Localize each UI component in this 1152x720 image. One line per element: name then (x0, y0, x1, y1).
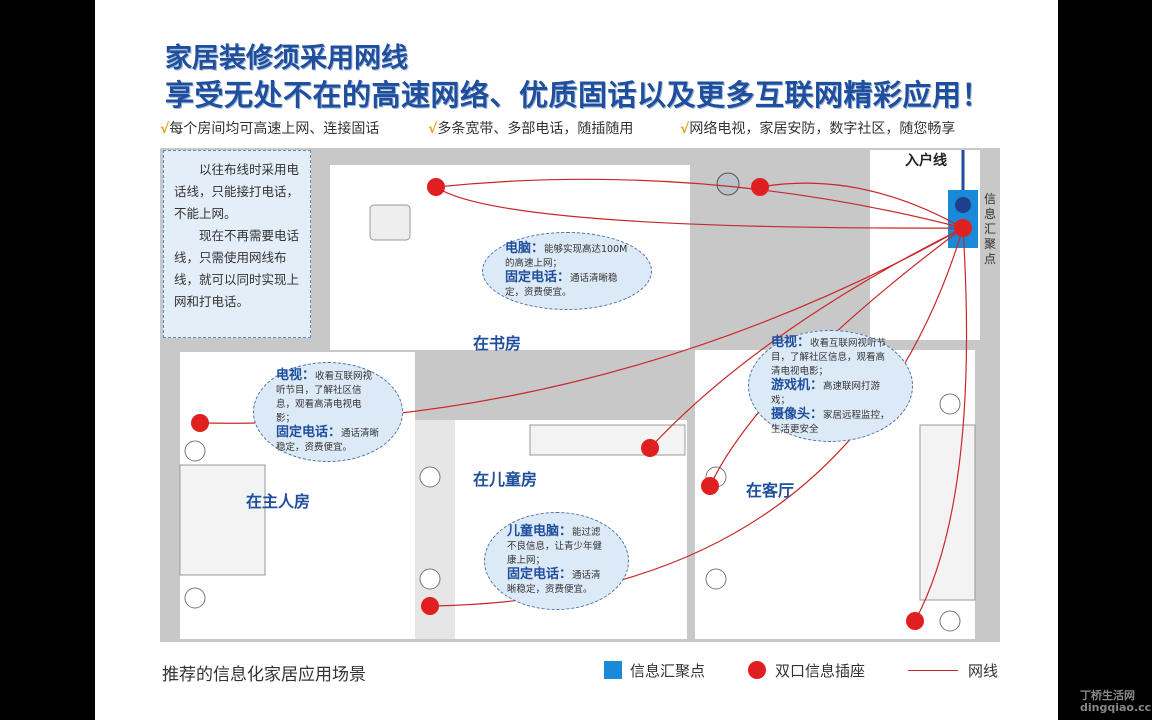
caption: 推荐的信息化家居应用场景 (162, 665, 366, 685)
socket-legend-icon (748, 661, 766, 679)
text: 通话清晰稳定，资费便宜。 (507, 570, 601, 595)
feature-text: 多条宽带、多部电话，随插随用 (437, 121, 634, 137)
title-line1: 家居装修须采用网线 (165, 43, 408, 74)
label: 电视： (276, 368, 316, 383)
feature-2: √多条宽带、多部电话，随插随用 (428, 118, 633, 138)
chair (369, 204, 411, 241)
label: 固定电话： (507, 567, 573, 582)
label: 电脑： (505, 241, 545, 256)
text: 能够实现高达100M的高速上网； (505, 244, 628, 269)
note-text: 以往布线时采用电话线，只能接打电话，不能上网。 (174, 162, 300, 221)
label: 电视： (771, 334, 811, 350)
master-bubble: 电视：收看互联网视听节目，了解社区信息，观看高清电视电影；固定电话：通话清晰稳定… (253, 362, 403, 462)
check-icon: √ (428, 121, 438, 137)
study-bubble: 电脑：能够实现高达100M的高速上网；固定电话：通话清晰稳定，资费便宜。 (482, 232, 652, 310)
sofa (919, 424, 976, 601)
dual-port-sockets (191, 178, 972, 630)
bed (179, 464, 266, 576)
feature-1: √每个房间均可高速上网、连接固话 (160, 118, 379, 138)
watermark-url: dingqiao.cc (1080, 701, 1152, 714)
text: 家居远程监控，生活更安全 (771, 409, 890, 435)
label: 儿童电脑： (507, 524, 573, 539)
text: 收看互联网视听节目，了解社区信息，观看高清电视电影； (276, 371, 373, 424)
feature-text: 网络电视，家居安防，数字社区，随您畅享 (689, 121, 956, 137)
network-cables (199, 178, 968, 622)
label: 固定电话： (505, 270, 571, 285)
text: 通话清晰稳定，资费便宜。 (276, 428, 380, 453)
feature-text: 每个房间均可高速上网、连接固话 (169, 121, 380, 137)
room-living: 在客厅 (746, 481, 795, 500)
camera-icon (716, 172, 740, 196)
text: 能过滤不良信息，让青少年健康上网； (507, 527, 603, 566)
cable-legend-icon (908, 670, 958, 671)
check-icon: √ (160, 121, 170, 137)
children-bubble: 儿童电脑：能过滤不良信息，让青少年健康上网；固定电话：通话清晰稳定，资费便宜。 (484, 512, 629, 610)
text: 通话清晰稳定，资费便宜。 (505, 273, 618, 298)
entry-line-label: 入户线 (905, 153, 947, 169)
watermark-name: 丁桥生活网 (1080, 689, 1135, 702)
desk (529, 424, 686, 456)
title-line2: 享受无处不在的高速网络、优质固话以及更多互联网精彩应用！ (165, 78, 992, 112)
label: 固定电话： (276, 425, 342, 440)
hub-label: 信息汇聚点 (984, 192, 997, 266)
hub-legend-icon (604, 661, 622, 679)
label: 游戏机： (771, 377, 824, 393)
living-bubble: 电视：收看互联网视听节目，了解社区信息，观看高清电视电影；游戏机：高速联网打游戏… (748, 330, 913, 442)
room-study: 在书房 (473, 334, 522, 353)
entry-point (955, 197, 971, 213)
note-text: 现在不再需要电话线，只需使用网线布线，就可以同时实现上网和打电话。 (174, 228, 300, 309)
legend-socket: 双口信息插座 (775, 662, 866, 680)
legend-hub: 信息汇聚点 (630, 662, 706, 680)
text: 收看互联网视听节目，了解社区信息，观看高清电视电影； (771, 337, 887, 377)
label: 摄像头： (771, 406, 824, 422)
room-master: 在主人房 (246, 492, 311, 511)
feature-3: √网络电视，家居安防，数字社区，随您畅享 (680, 118, 955, 138)
note-box: 以往布线时采用电话线，只能接打电话，不能上网。现在不再需要电话线，只需使用网线布… (163, 150, 311, 338)
legend-cable: 网线 (968, 662, 999, 680)
text: 高速联网打游戏； (771, 380, 881, 406)
check-icon: √ (680, 121, 690, 137)
room-children: 在儿童房 (473, 470, 538, 489)
